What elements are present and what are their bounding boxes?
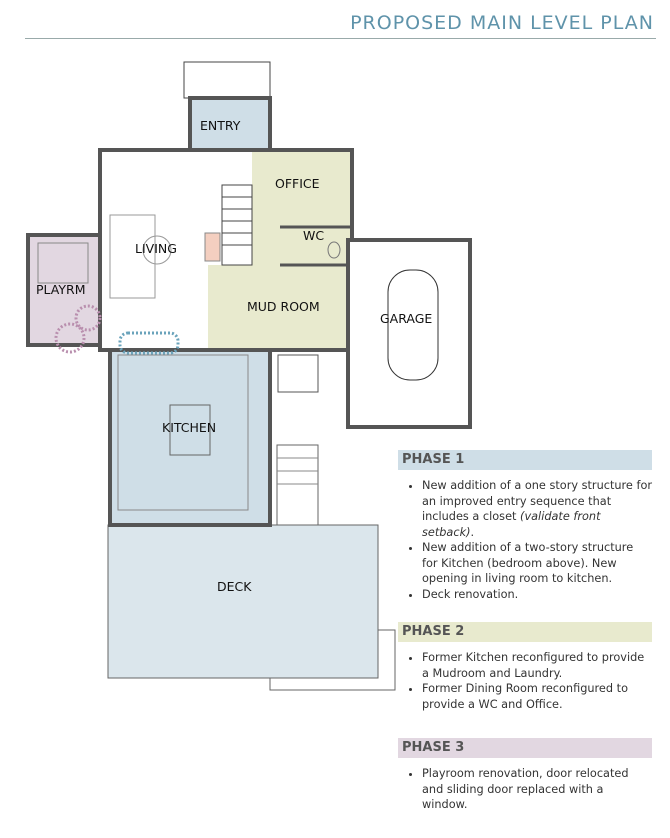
phase-3-title: PHASE 3 (398, 738, 652, 758)
bed (37, 242, 89, 284)
phase-2-item: Former Kitchen reconfigured to provide a… (422, 650, 652, 681)
phase-3-item: Playroom renovation, door relocated and … (422, 766, 652, 813)
label-deck: DECK (217, 579, 252, 594)
title-rule (25, 38, 656, 39)
car (387, 269, 439, 381)
label-kitchen: KITCHEN (162, 420, 216, 435)
toilet (327, 241, 341, 259)
label-wc: WC (303, 228, 324, 243)
item-text: New addition of a one story structure fo… (422, 479, 653, 523)
label-living: LIVING (135, 241, 177, 256)
phase-2-title: PHASE 2 (398, 622, 652, 642)
stairs (221, 184, 253, 266)
item-end: . (470, 525, 475, 539)
entry-room (188, 96, 272, 152)
fireplace (204, 232, 221, 262)
label-playroom: PLAYRM (36, 282, 85, 297)
office-room (252, 152, 350, 265)
phase-1-item: Deck renovation. (422, 587, 652, 603)
garage-steps (277, 354, 319, 393)
label-mud-room: MUD ROOM (247, 299, 320, 314)
label-office: OFFICE (275, 176, 320, 191)
phase-1-item: New addition of a one story structure fo… (422, 478, 652, 540)
item-note: (validate front setback) (422, 510, 601, 539)
phase-2: PHASE 2 Former Kitchen reconfigured to p… (398, 622, 652, 712)
kitchen-steps (276, 444, 319, 526)
phase-2-item: Former Dining Room reconfigured to provi… (422, 681, 652, 712)
phase-1-item: New addition of a two-story structure fo… (422, 540, 652, 587)
sofa (109, 214, 156, 299)
coffee-table (142, 235, 172, 265)
label-entry: ENTRY (200, 118, 241, 133)
page-title: PROPOSED MAIN LEVEL PLAN (350, 12, 654, 34)
deck (107, 524, 379, 679)
mud-room (208, 265, 350, 348)
entry-porch (183, 61, 271, 99)
dining-table (169, 404, 211, 456)
phase-1: PHASE 1 New addition of a one story stru… (398, 450, 652, 602)
phase-3: PHASE 3 Playroom renovation, door reloca… (398, 738, 652, 813)
new-opening (118, 331, 180, 355)
phase-1-title: PHASE 1 (398, 450, 652, 470)
label-garage: GARAGE (380, 311, 432, 326)
